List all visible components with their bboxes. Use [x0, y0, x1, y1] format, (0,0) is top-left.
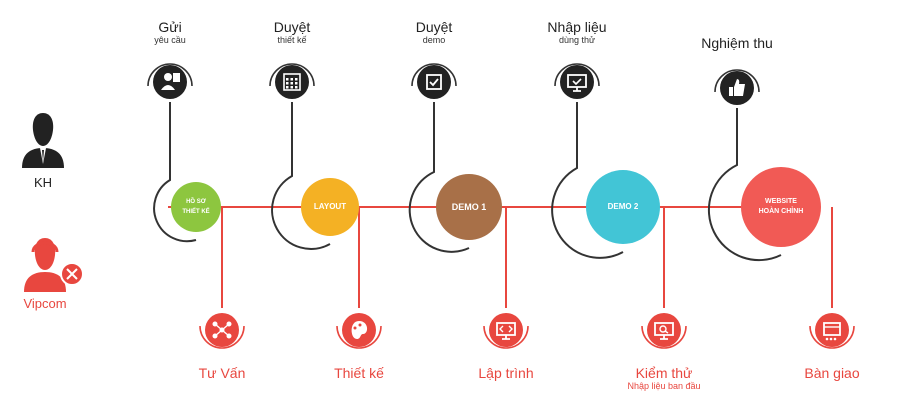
milestone-label-line1: LAYOUT [313, 202, 347, 211]
provider-step-0: Tư Vấn [199, 366, 246, 381]
customer-step-subtitle: demo [422, 35, 446, 45]
provider-step-title: Tư Vấn [198, 365, 246, 381]
milestone-label-line1: WEBSITE [765, 198, 797, 205]
customer-step-4: Nghiệm thu [701, 36, 773, 51]
customer-step-title: Gửi [158, 19, 182, 35]
customer-step-title: Nhập liệu [547, 19, 607, 35]
provider-step-1: Thiết kế [334, 366, 384, 381]
palette-icon [336, 313, 382, 349]
customer-step-icons [147, 63, 760, 105]
milestone-connector [271, 102, 360, 308]
customer-connector-line [408, 102, 470, 253]
customer-step-subtitle: thiết kế [277, 35, 307, 45]
customer-step-title: Duyệt [415, 19, 453, 35]
milestone-website-hoan-chinh: WEBSITE HOÀN CHỈNH [741, 167, 821, 247]
provider-step-subtitle: Nhập liệu ban đầu [627, 381, 701, 391]
customer-step-title: Nghiệm thu [701, 35, 773, 51]
monitor-check-icon [554, 63, 600, 99]
customer-connector-line [551, 102, 624, 259]
provider-step-4: Bàn giao [804, 366, 859, 381]
customer-step-3: Nhập liệu dùng thử [547, 20, 606, 46]
customer-step-0: Gửi yêu cầu [154, 20, 186, 46]
provider-step-title: Lập trình [478, 365, 534, 381]
provider-step-title: Bàn giao [804, 365, 860, 381]
milestone-label-line2: HOÀN CHỈNH [758, 208, 804, 215]
customer-label: KH [33, 175, 53, 190]
customer-icon [22, 113, 64, 168]
customer-connector-line [707, 108, 782, 262]
provider-label: Vipcom [23, 296, 67, 311]
milestone-layout: LAYOUT [301, 178, 359, 236]
provider-step-title: Kiểm thử [635, 365, 693, 381]
milestone-label-line1: HỒ SƠ [186, 199, 206, 205]
milestone-connector [707, 108, 833, 308]
support-agent-icon [24, 238, 84, 292]
customer-step-2: Duyệt demo [416, 20, 453, 46]
checkbox-icon [411, 63, 457, 99]
milestone-label-line2: THIẾT KẾ [182, 209, 210, 215]
calendar-grid-icon [269, 63, 315, 99]
milestone-label-line1: DEMO 2 [607, 202, 639, 211]
provider-step-3: Kiểm thử Nhập liệu ban đầu [627, 366, 700, 392]
customer-step-1: Duyệt thiết kế [274, 20, 311, 46]
network-icon [199, 313, 245, 349]
person-document-icon [147, 63, 193, 99]
customer-step-subtitle: dùng thử [558, 35, 596, 45]
customer-connector-line [153, 102, 197, 243]
customer-step-title: Duyệt [273, 19, 311, 35]
package-icon [809, 313, 855, 349]
milestone-connector [153, 102, 223, 308]
provider-step-title: Thiết kế [334, 365, 384, 381]
customer-connector-line [271, 102, 331, 250]
provider-step-2: Lập trình [478, 366, 533, 381]
milestone-demo-2: DEMO 2 [586, 170, 660, 244]
milestone-label-line1: DEMO 1 [451, 202, 487, 212]
connectors [153, 102, 833, 308]
milestone-ho-so-thiet-ke: HỒ SƠ THIẾT KẾ [171, 182, 221, 232]
customer-step-subtitle: yêu cầu [154, 35, 186, 45]
code-monitor-icon [483, 313, 529, 349]
milestone-demo-1: DEMO 1 [436, 174, 502, 240]
provider-step-icons [199, 313, 855, 349]
milestone-connector [551, 102, 665, 308]
milestone-connector [408, 102, 507, 308]
thumbs-up-icon [714, 69, 760, 105]
monitor-search-icon [641, 313, 687, 349]
